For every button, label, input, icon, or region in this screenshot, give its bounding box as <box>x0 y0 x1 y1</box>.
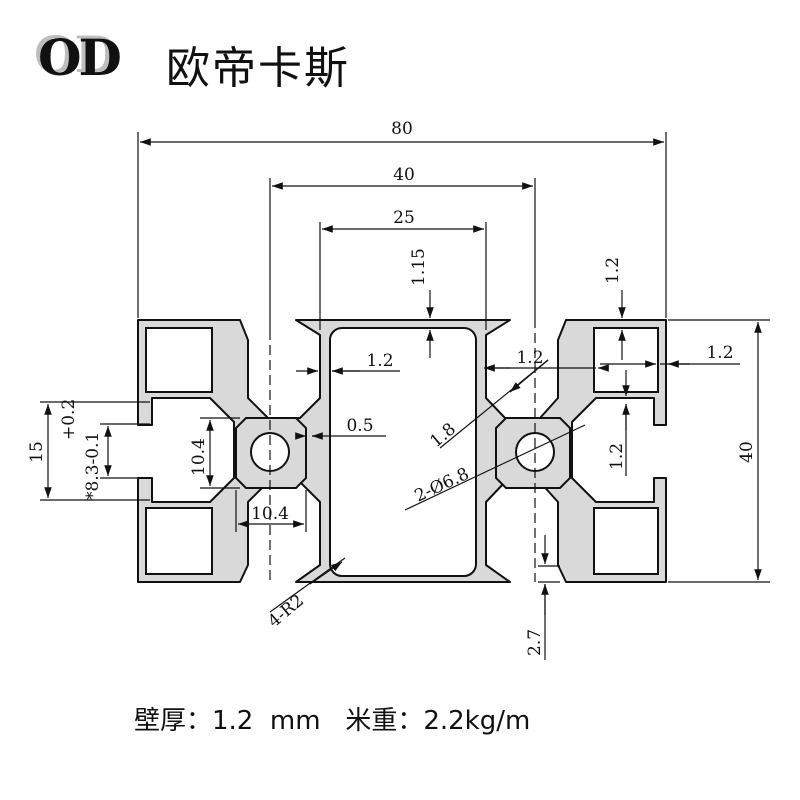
dim-radius-label: 4-R2 <box>264 591 308 632</box>
logo-text: OD <box>38 28 122 87</box>
dim-80-label: 80 <box>391 119 413 139</box>
dim-1-2-center-left-label: 1.2 <box>366 351 393 371</box>
dim-1-2-top-label: 1.2 <box>603 257 623 284</box>
dim-40-top-label: 40 <box>393 165 415 185</box>
center-lines <box>269 318 536 582</box>
dim-10-4-h-label: 10.4 <box>251 504 289 524</box>
dim-2-7-label: 2.7 <box>525 629 545 656</box>
center-hollow <box>329 327 477 577</box>
dim-1-2-center-right-label: 1.2 <box>516 348 543 368</box>
dim-25-label: 25 <box>393 208 415 228</box>
dim-10-4-v-label: 10.4 <box>189 438 209 476</box>
specs-line: 壁厚：1.2 mm 米重：2.2kg/m <box>134 706 531 736</box>
dim-15-label: 15 <box>27 441 47 463</box>
dim-1-15-label: 1.15 <box>409 248 429 286</box>
dim-slot-opening-label: *8.3-0.1 <box>83 432 103 500</box>
logo-shadow: OD <box>34 25 118 84</box>
leader-bore <box>404 424 586 511</box>
brand-name: 欧帝卡斯 <box>166 43 350 94</box>
dim-1-2-right-vertical-label: 1.2 <box>607 443 627 470</box>
dim-1-2-side-label: 1.2 <box>706 343 733 363</box>
hollow-top-left <box>145 327 213 393</box>
hollow-bottom-left <box>145 507 213 575</box>
hollow-bottom-right <box>593 507 659 575</box>
dim-40-right-label: 40 <box>737 441 757 463</box>
dim-0-5-label: 0.5 <box>346 416 373 436</box>
dim-slot-tol-label: +0.2 <box>59 399 79 440</box>
brand-logo: OD OD <box>34 25 122 87</box>
